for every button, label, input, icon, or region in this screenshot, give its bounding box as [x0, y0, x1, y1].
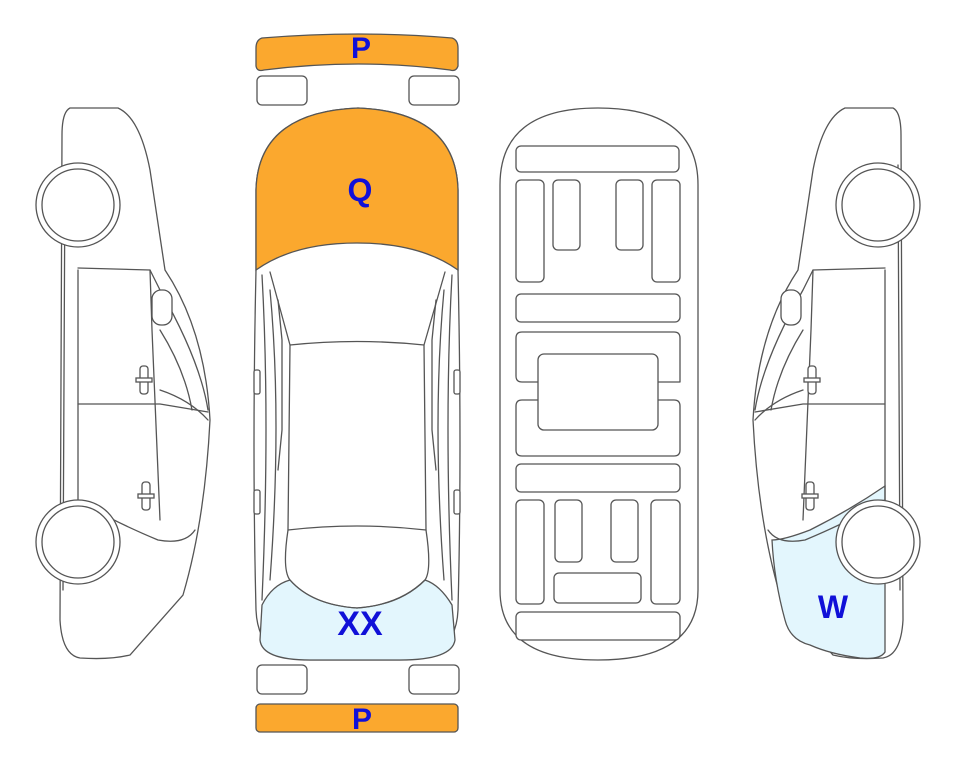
- right-front-wheel: [835, 162, 921, 248]
- rear-bumper-label: P: [352, 703, 372, 736]
- right-rear-quarter-label: W: [818, 589, 849, 625]
- left-rear-wheel: [35, 499, 121, 585]
- front-bumper: [255, 33, 459, 72]
- right-side-view: [752, 107, 921, 660]
- hood-label: Q: [348, 172, 373, 208]
- top-view: [253, 33, 461, 733]
- hood: [255, 107, 459, 272]
- trunk-label: XX: [337, 605, 383, 643]
- left-side-view: [35, 107, 211, 660]
- left-front-wheel: [35, 162, 121, 248]
- front-bumper-label: P: [351, 32, 371, 65]
- right-rear-wheel: [835, 499, 921, 585]
- rear-bumper: [255, 703, 459, 733]
- underside-view: [499, 107, 699, 661]
